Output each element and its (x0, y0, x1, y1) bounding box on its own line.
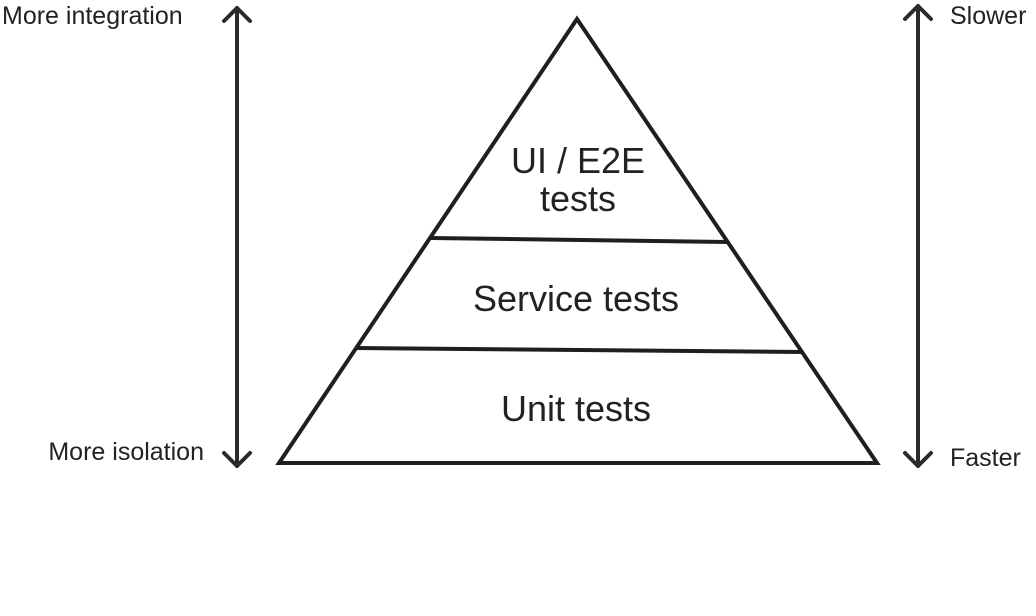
ui-e2e-tier-label-line2: tests (539, 178, 617, 219)
more-isolation-label: More isolation (48, 438, 204, 466)
speed-arrow (903, 4, 933, 468)
more-integration-label: More integration (2, 2, 183, 30)
tier-divider-upper (430, 236, 728, 244)
slower-label: Slower (950, 2, 1027, 30)
faster-label: Faster (950, 444, 1021, 472)
ui-e2e-tier-label: UI / E2E tests (478, 142, 678, 218)
tier-divider-lower (356, 346, 803, 354)
integration-isolation-arrow (222, 6, 252, 468)
unit-tests-tier-label: Unit tests (500, 388, 652, 429)
service-tests-tier-label: Service tests (472, 278, 680, 319)
ui-e2e-tier-label-line1: UI / E2E (510, 140, 646, 181)
